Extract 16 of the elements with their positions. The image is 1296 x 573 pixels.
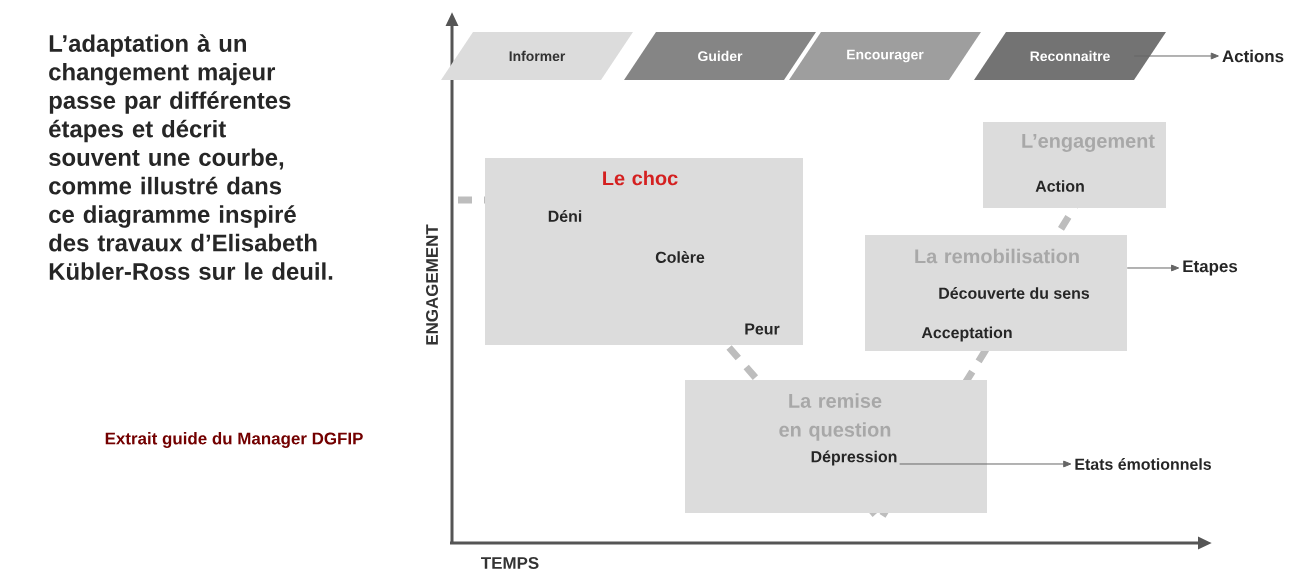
bare-label: Etats émotionnels (1075, 458, 1211, 470)
stage-box: Le choc Déni Colère Peur (485, 158, 803, 345)
action-parallelogram: Encourager (789, 32, 981, 80)
intro-paragraph: L’adaptation à un changement majeur passe par différentes étapes et décrit souvent une courbe, comme illustré dans ce diagramme inspiré des travaux d’Elisabeth Kübler-Ross sur le deuil. (49, 34, 333, 280)
action-parallelogram: Reconnaitre (974, 32, 1166, 80)
axis-label: ENGAGEMENT (426, 224, 438, 345)
axis-label: TEMPS (481, 557, 539, 569)
action-parallelogram: Guider (624, 32, 816, 80)
bare-label: Etapes (1183, 260, 1238, 276)
stage-label: Dépression (811, 450, 897, 466)
action-parallelogram: Informer (441, 32, 633, 80)
bare-label: Actions (1222, 49, 1284, 63)
arrow (899, 460, 1072, 468)
arrow (1126, 264, 1180, 272)
source-caption: Extrait guide du Manager DGFIP (105, 432, 363, 448)
arrow (1133, 52, 1219, 60)
